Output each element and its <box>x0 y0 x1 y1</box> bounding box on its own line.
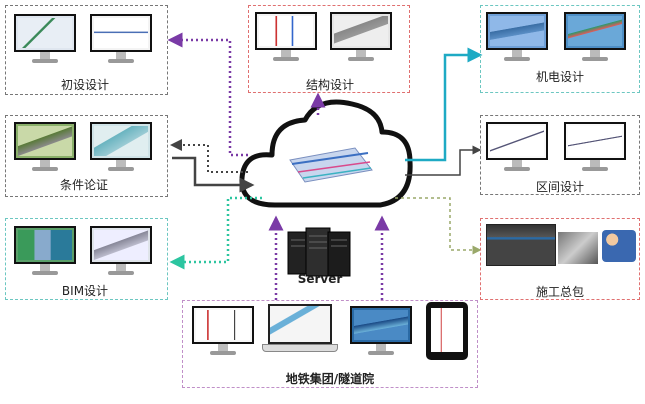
box-section-design <box>480 115 640 195</box>
box-metro-group <box>182 300 478 388</box>
box-preliminary-design <box>5 5 168 95</box>
cloud-model-image <box>289 147 373 183</box>
arrow-from-condition <box>172 156 255 193</box>
monitor-preliminary-1 <box>14 14 76 66</box>
monitor-mep-1 <box>486 12 548 64</box>
cloud-icon <box>239 99 413 208</box>
label-mep-design: 机电设计 <box>535 70 584 84</box>
server-label: Server <box>297 272 343 286</box>
monitor-bim-1 <box>14 226 76 278</box>
monitor-section-2 <box>564 122 626 174</box>
label-condition-demonstration: 条件论证 <box>59 178 108 192</box>
label-section-design: 区间设计 <box>535 180 584 194</box>
contractor-people-image <box>602 230 636 262</box>
label-preliminary-design: 初设设计 <box>60 78 109 92</box>
monitor-structural-2 <box>330 12 392 64</box>
arrow-to-contractor <box>395 197 482 255</box>
label-structural-design: 结构设计 <box>305 78 354 92</box>
monitor-section-1 <box>486 122 548 174</box>
monitor-condition-2 <box>90 122 152 174</box>
arrow-to-condition <box>170 139 248 173</box>
laptop-icon <box>262 304 338 356</box>
arrow-to-bim <box>169 196 262 270</box>
monitor-group-2 <box>350 306 412 358</box>
tablet-icon <box>426 302 468 360</box>
label-metro-group: 地铁集团/隧道院 <box>285 372 375 386</box>
label-bim-design: BIM设计 <box>61 284 109 298</box>
label-general-contractor: 施工总包 <box>535 285 584 299</box>
arrow-to-mep <box>405 47 483 162</box>
box-general-contractor <box>480 218 640 300</box>
box-mep-design <box>480 5 640 93</box>
contractor-image-2 <box>558 232 598 264</box>
monitor-preliminary-2 <box>90 14 152 66</box>
monitor-bim-2 <box>90 226 152 278</box>
box-structural-design <box>248 5 410 93</box>
monitor-condition-1 <box>14 122 76 174</box>
box-condition-demonstration <box>5 115 168 197</box>
monitor-group-1 <box>192 306 254 358</box>
box-bim-design <box>5 218 168 300</box>
arrow-to-section <box>405 145 482 176</box>
arrow-to-preliminary <box>167 32 248 157</box>
server-icon <box>287 227 351 277</box>
contractor-image-1 <box>486 224 556 266</box>
monitor-mep-2 <box>564 12 626 64</box>
monitor-structural-1 <box>255 12 317 64</box>
